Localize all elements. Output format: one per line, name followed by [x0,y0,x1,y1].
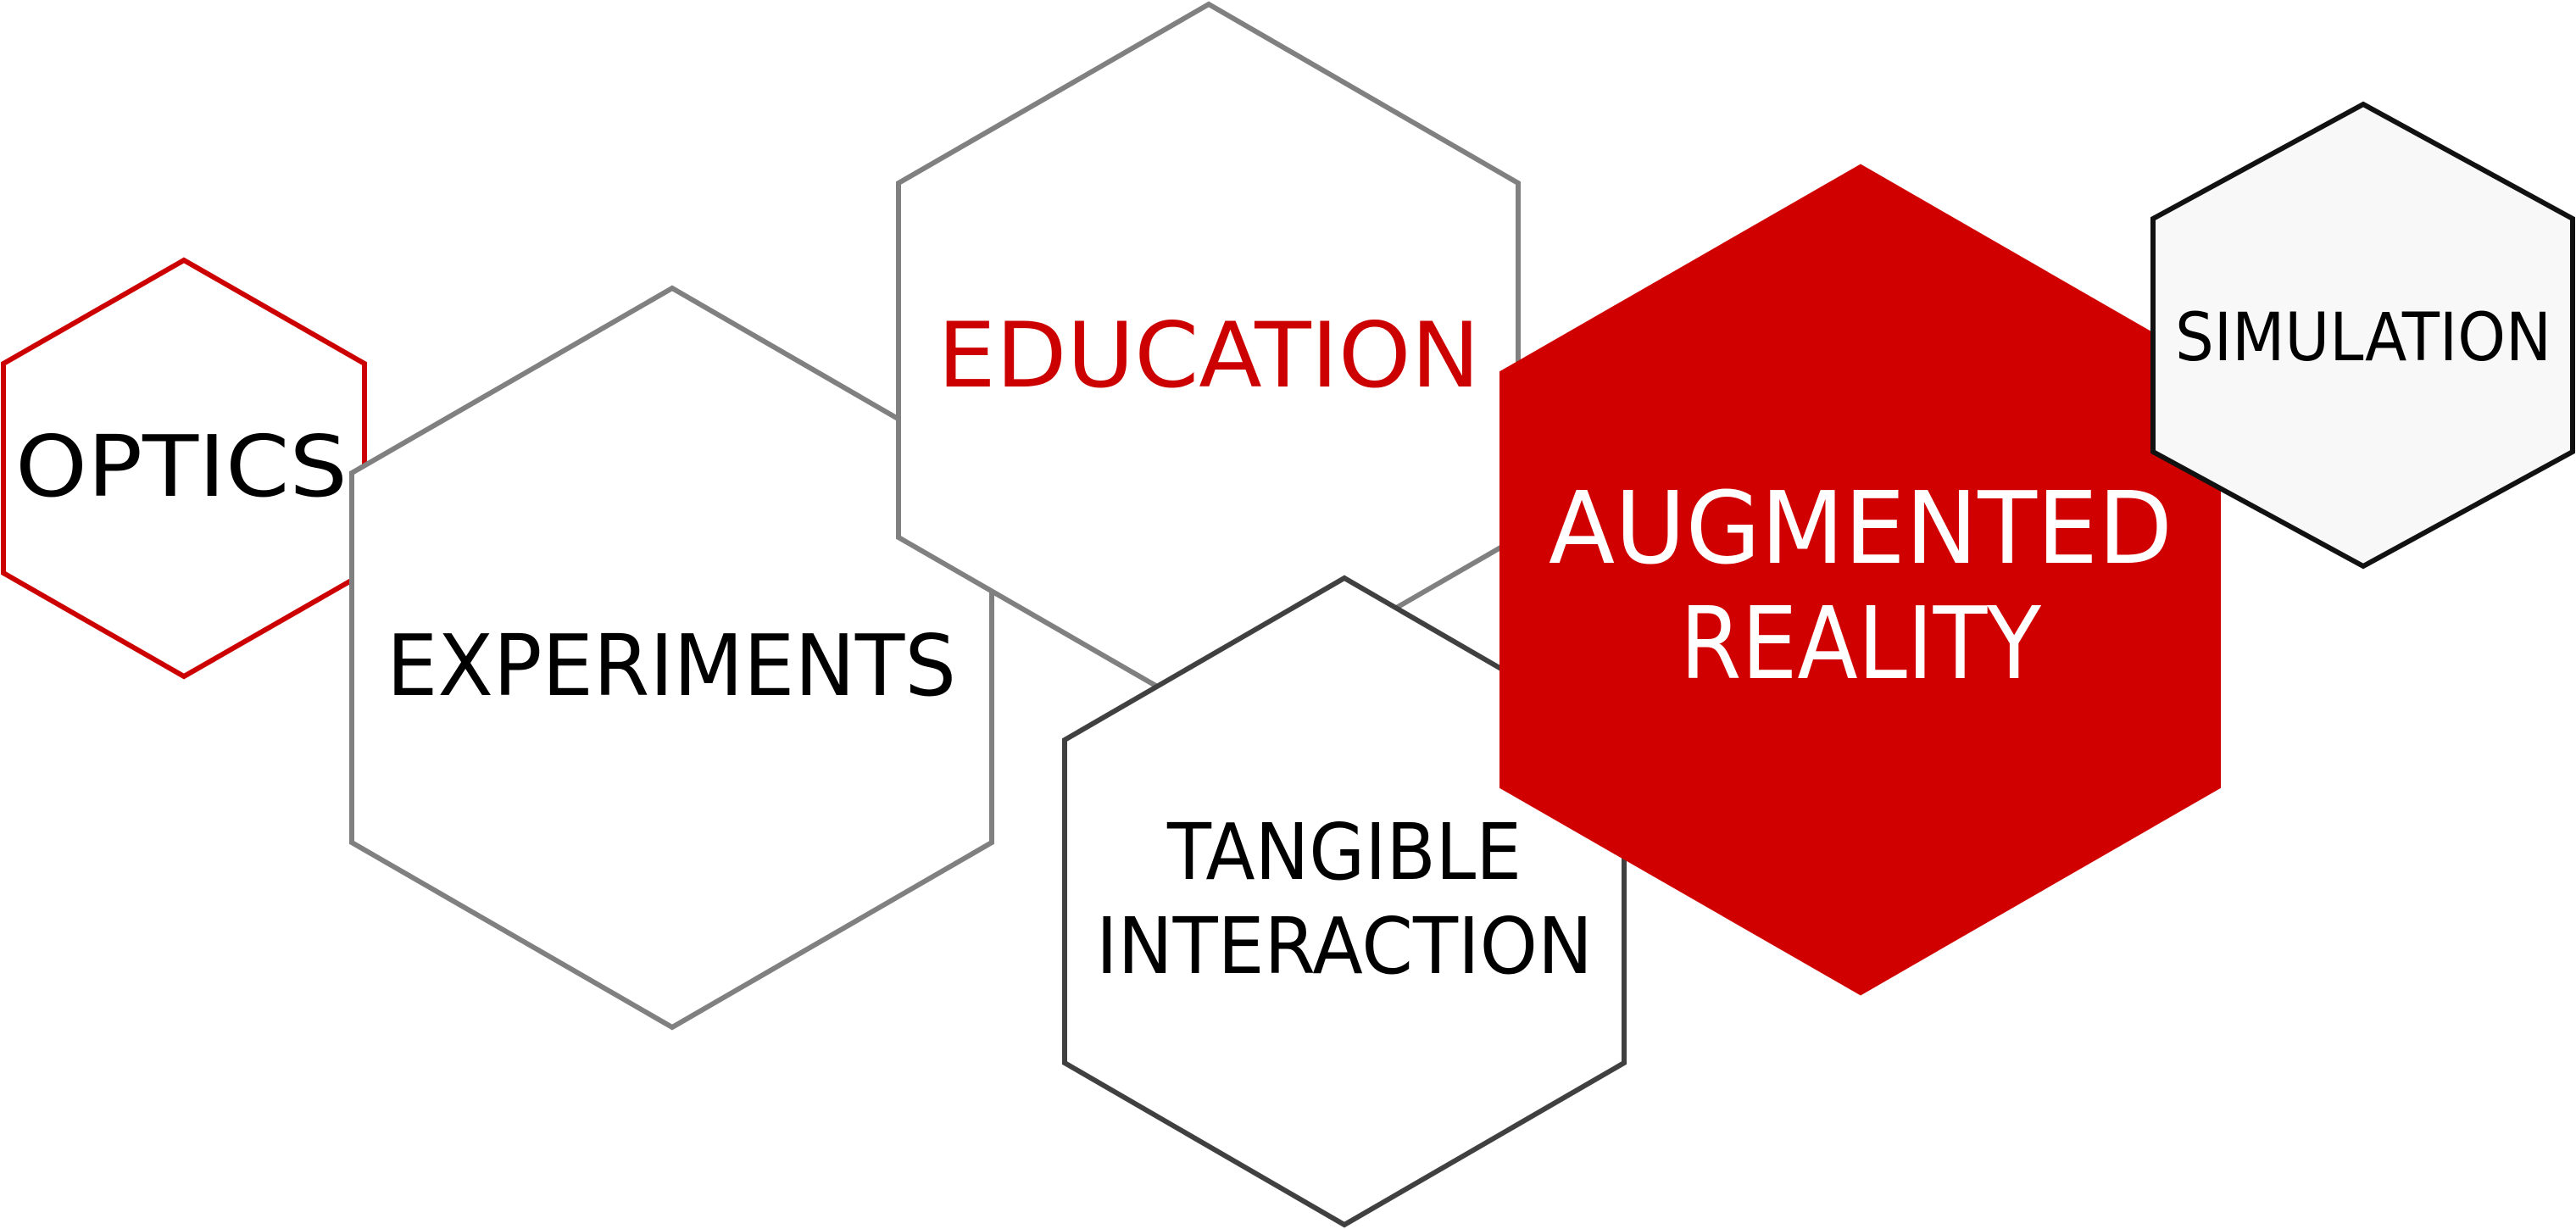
hex-experiments: EXPERIMENTS [349,285,994,1031]
hex-augmented-reality: AUGMENTED REALITY [1499,164,2221,996]
hex-simulation: SIMULATION [2150,101,2575,570]
hex-experiments-label: EXPERIMENTS [387,616,956,715]
hex-tangible-interaction: TANGIBLE INTERACTION [1062,575,1627,1228]
hex-optics-shape [0,257,367,680]
hex-simulation-label: SIMULATION [2175,300,2551,376]
hex-simulation-shape [2150,101,2575,570]
hex-tangible-interaction-label-line2: INTERACTION [1096,901,1593,992]
hex-education: EDUCATION [896,1,1521,720]
hex-tangible-interaction-label-line1: TANGIBLE [1166,807,1522,898]
hex-augmented-reality-label-line1: AUGMENTED [1549,470,2173,587]
hex-optics: OPTICS [0,257,367,680]
hex-education-label: EDUCATION [937,303,1480,408]
hex-augmented-reality-label-line2: REALITY [1680,585,2042,702]
hex-optics-label: OPTICS [15,417,348,516]
